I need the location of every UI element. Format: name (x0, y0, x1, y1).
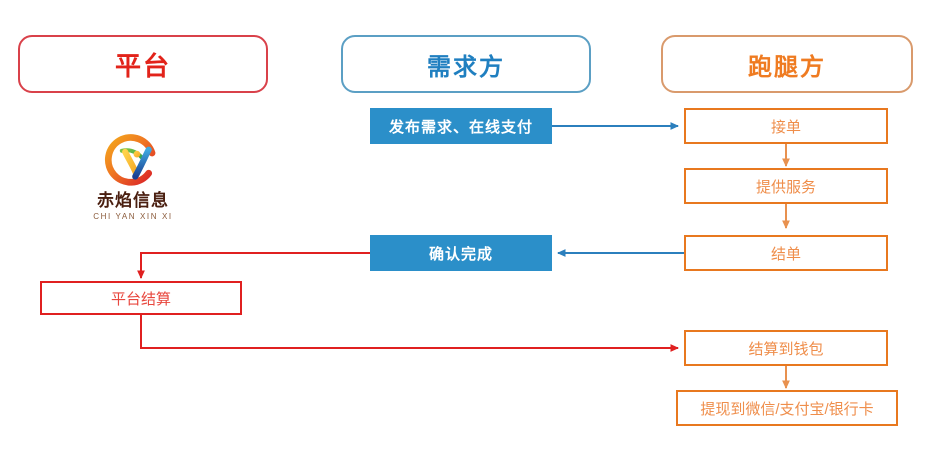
logo-company-pinyin: CHI YAN XIN XI (93, 211, 173, 221)
node-settle-to-wallet[interactable]: 结算到钱包 (684, 330, 888, 366)
node-accept-order[interactable]: 接单 (684, 108, 888, 144)
node-platform-settlement[interactable]: 平台结算 (40, 281, 242, 315)
node-close-order[interactable]: 结单 (684, 235, 888, 271)
column-header-demander: 需求方 (341, 35, 591, 93)
logo-mark-icon (105, 134, 156, 186)
column-header-runner: 跑腿方 (661, 35, 913, 93)
logo-company-name: 赤焰信息 (97, 191, 169, 210)
node-provide-service[interactable]: 提供服务 (684, 168, 888, 204)
node-confirm-completion[interactable]: 确认完成 (370, 235, 552, 271)
column-header-platform: 平台 (18, 35, 268, 93)
node-withdraw-to-accounts[interactable]: 提现到微信/支付宝/银行卡 (676, 390, 898, 426)
edge-settle-to-wallet (140, 315, 679, 352)
edge-confirm-to-settle (137, 252, 372, 279)
node-publish-demand[interactable]: 发布需求、在线支付 (370, 108, 552, 144)
company-logo: 赤焰信息 CHI YAN XIN XI (78, 134, 188, 221)
